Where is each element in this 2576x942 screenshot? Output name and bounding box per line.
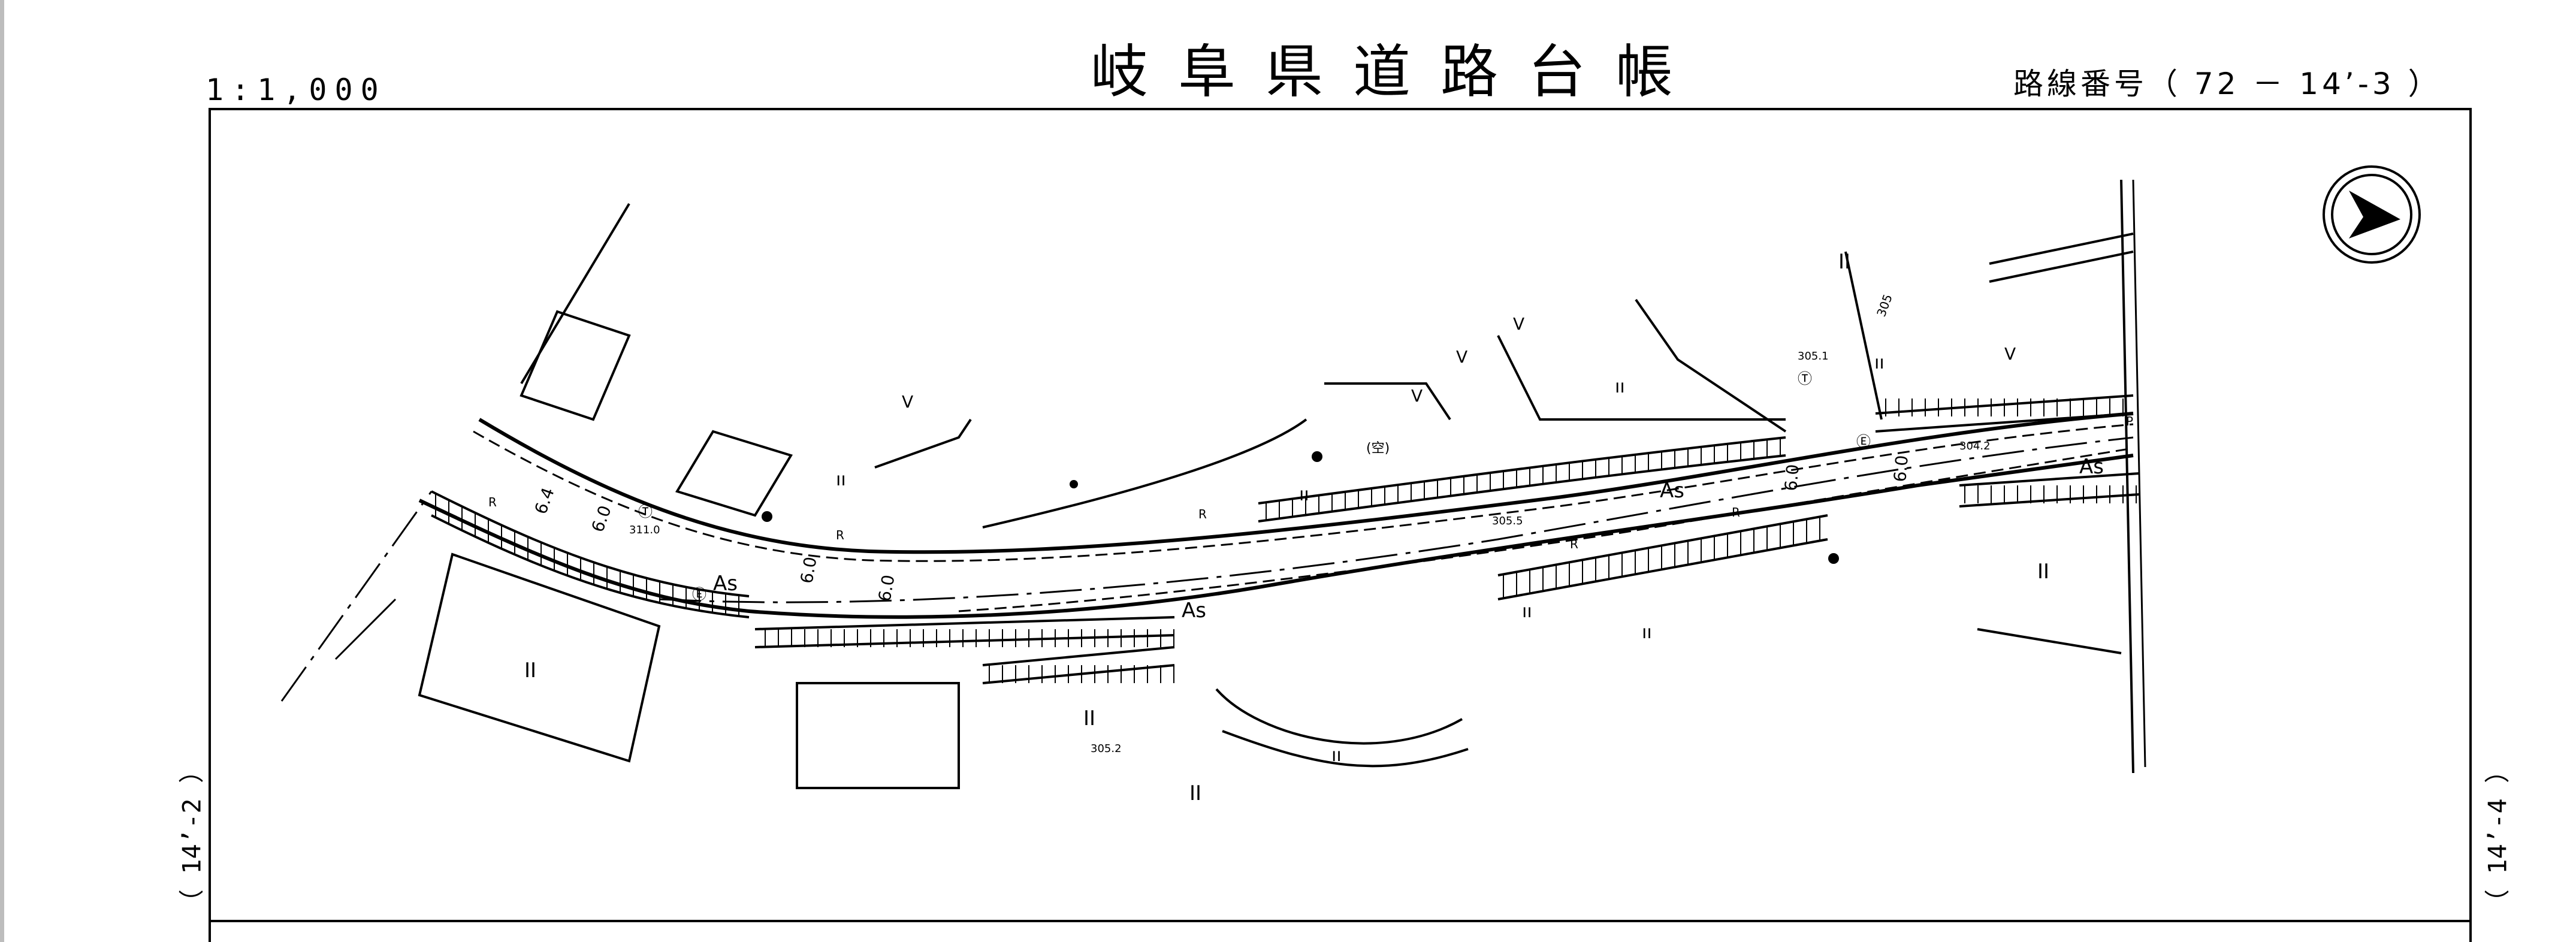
land-use-paddy: II (2037, 560, 2049, 584)
road-edge-dashed (473, 423, 2134, 612)
land-use-field: ıı (1522, 601, 1532, 622)
north-arrow-icon (2323, 165, 2421, 264)
hatch-fill (431, 398, 2139, 683)
power-pole-mark: Ⓔ (1856, 433, 1871, 450)
pavement-label: As (1660, 479, 1684, 503)
retaining-wall-mark: R (1198, 507, 1207, 521)
land-use-field: ıı (836, 469, 846, 490)
pavement-label: As (713, 572, 738, 596)
elevation-point: 305.5 (1492, 515, 1523, 527)
route-number: 路線番号（ 72 － 14’-3 ） (2013, 67, 2442, 101)
page-edge (0, 0, 4, 942)
road-width: 6.0 (874, 573, 898, 603)
elevation-point: 305.2 (1091, 742, 1122, 755)
land-use-orchard: V (1513, 314, 1524, 334)
land-use-paddy: II (1838, 250, 1850, 274)
land-use-orchard: V (1456, 347, 1467, 367)
land-use-field: ıı (1874, 352, 1885, 373)
point-features (762, 451, 1839, 564)
retaining-wall-mark: R (488, 495, 497, 509)
map-frame (209, 108, 2472, 942)
land-use-field: ıı (1331, 745, 1342, 766)
elevation-point: 305.1 (1798, 350, 1829, 363)
map-text: As As As As 311.0 305.5 304.2 305.1 305.… (488, 250, 2133, 805)
pavement-label: As (2079, 455, 2104, 479)
land-use-orchard: V (1411, 386, 1423, 406)
land-use-orchard: V (2004, 344, 2016, 364)
road-width: 6.0 (1781, 463, 1803, 491)
retaining-wall-mark: R (836, 528, 844, 542)
pavement-label: As (1182, 599, 1206, 623)
road-width: 6.0 (796, 555, 820, 585)
road-width: 6.0 (1890, 454, 1912, 482)
land-use-field: ıı (1615, 376, 1625, 397)
telephone-pole-mark: Ⓣ (638, 503, 653, 520)
leader-lines (334, 179, 2146, 768)
land-use-paddy: II (1083, 707, 1095, 730)
parcel-outlines (418, 179, 2134, 789)
retaining-wall-mark: R (1732, 505, 1740, 520)
land-use-paddy: II (1189, 781, 1201, 805)
pole-mark: P (2126, 414, 2133, 428)
land-use-field: ıı (1299, 484, 1309, 505)
road-width: 6.0 (588, 503, 615, 535)
road-centerline (280, 436, 2134, 702)
contour-label: 305 (1874, 292, 1895, 319)
vacant-lot-label: (空) (1366, 441, 1390, 456)
scale-label: 1:1,000 (206, 73, 386, 107)
page-title: 岐阜県道路台帳 (1091, 38, 1703, 105)
elevation-point: 311.0 (629, 524, 660, 536)
land-use-field: ıı (1642, 622, 1652, 643)
power-pole-mark: Ⓔ (692, 586, 706, 603)
land-use-paddy: II (524, 659, 536, 683)
road-width: 6.4 (531, 485, 558, 517)
land-use-orchard: V (902, 392, 913, 412)
elevation-point: 304.2 (1959, 440, 1991, 452)
telephone-pole-mark: Ⓣ (1798, 370, 1812, 387)
retaining-wall-mark: R (1570, 537, 1578, 551)
